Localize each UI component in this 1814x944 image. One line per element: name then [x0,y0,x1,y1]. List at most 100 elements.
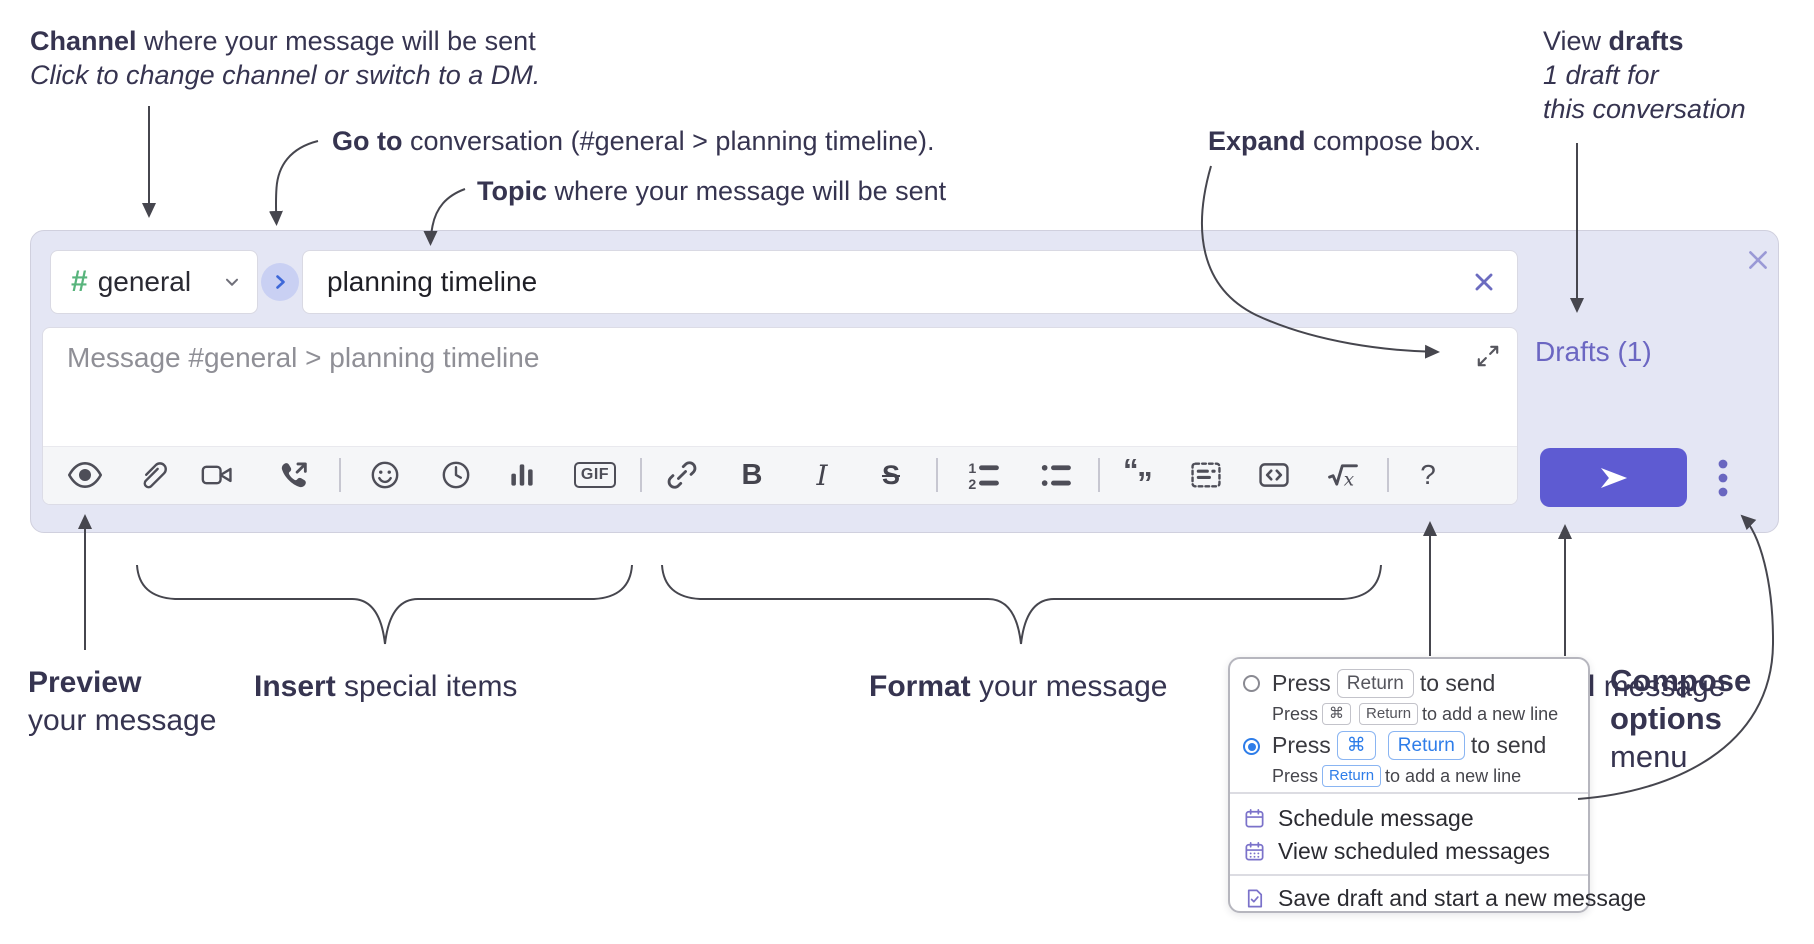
toolbar-divider [339,458,341,492]
toolbar-divider [1098,458,1100,492]
menu-item-schedule-message[interactable]: Schedule message [1243,802,1474,835]
question-icon: ? [1420,459,1436,490]
toolbar-divider [936,458,938,492]
chevron-down-icon [225,278,239,286]
strikethrough-button[interactable]: S [873,457,909,493]
italic-button[interactable]: I [804,457,840,493]
bulleted-list-icon [1041,464,1071,486]
italic-icon: I [816,458,828,492]
return-key: Return [1387,731,1465,760]
attach-file-button[interactable] [135,457,171,493]
annotation-channel: Channel where your message will be sent … [30,26,541,90]
return-key: Return [1336,669,1414,698]
x-icon [1475,273,1493,291]
close-compose-button[interactable] [1745,247,1771,273]
link-button[interactable] [664,457,700,493]
radio-cmd-return-to-send[interactable] [1243,738,1260,755]
message-placeholder: Message #general > planning timeline [67,342,540,373]
code-button[interactable] [1256,457,1292,493]
return-key: Return [1359,703,1419,725]
topic-value: planning timeline [327,266,538,297]
bar-chart-icon [511,464,533,486]
option-cmd-return-to-send[interactable]: Press ⌘ Return to send [1272,731,1547,760]
math-button[interactable]: x [1325,457,1361,493]
topic-input[interactable]: planning timeline [302,250,1518,314]
bold-button[interactable]: B [734,457,770,493]
gif-icon: GIF [573,462,617,488]
svg-text:x: x [1344,470,1355,491]
kebab-dots-icon [1718,459,1728,497]
gif-button[interactable]: GIF [571,457,619,493]
annotation-goto: Go to conversation (#general > planning … [332,126,935,156]
video-call-button[interactable] [199,457,235,493]
annotation-preview: Preview your message [28,666,217,737]
compose-options-button[interactable] [1709,452,1737,504]
clear-topic-button[interactable] [1471,269,1497,295]
drafts-link[interactable]: Drafts (1) [1535,336,1652,367]
option-cmd-return-subtext: Press Return to add a new line [1272,765,1522,787]
expand-icon [1477,345,1499,367]
send-icon [1600,467,1627,488]
strikethrough-icon: S [881,459,900,490]
toolbar-divider [640,458,642,492]
numbered-list-icon: 1 2 [968,461,999,492]
channel-name: general [97,266,192,297]
calendar-icon [1245,809,1264,828]
quote-button[interactable]: “ ” [1122,457,1158,493]
video-camera-icon [201,465,232,485]
send-button[interactable] [1540,448,1687,507]
annotation-insert: Insert special items [254,670,518,703]
menu-divider [1230,874,1588,876]
clock-icon [442,461,470,489]
radio-return-to-send[interactable] [1243,675,1260,692]
code-icon [1259,463,1289,487]
bold-icon: B [741,458,763,491]
audio-call-button[interactable] [276,457,312,493]
goto-conversation-button[interactable] [261,263,299,301]
calendar-grid-icon [1245,842,1264,861]
cmd-key: ⌘ [1322,703,1352,725]
menu-divider [1230,792,1588,794]
channel-selector[interactable]: # general [50,250,258,314]
smiley-icon [371,461,399,489]
cmd-key: ⌘ [1336,731,1376,760]
expand-compose-button[interactable] [1475,343,1501,369]
poll-button[interactable] [504,457,540,493]
x-icon [1749,251,1767,269]
preview-button[interactable] [67,457,103,493]
option-return-subtext: Press ⌘ Return to add a new line [1272,703,1559,725]
message-compose-area[interactable]: Message #general > planning timeline [42,327,1518,505]
emoji-button[interactable] [367,457,403,493]
brace-format [661,564,1382,645]
annotation-view-drafts: View drafts 1 draft for this conversatio… [1543,26,1746,124]
link-icon [667,461,697,489]
spoiler-button[interactable] [1188,457,1224,493]
bulleted-list-button[interactable] [1038,457,1074,493]
brace-insert [136,564,633,645]
return-key: Return [1322,765,1382,787]
compose-options-menu: Press Return to send Press ⌘ Return to a… [1228,657,1646,913]
annotation-compose-options: Compose options menu [1610,663,1752,774]
annotation-format: Format your message [869,670,1168,703]
svg-text:”: ” [1137,465,1153,492]
document-check-icon [1247,889,1263,908]
chevron-right-icon [276,275,285,289]
menu-item-save-draft[interactable]: Save draft and start a new message [1243,882,1646,915]
annotation-topic: Topic where your message will be sent [477,176,947,206]
option-return-to-send[interactable]: Press Return to send [1272,669,1496,698]
svg-text:“: “ [1123,458,1139,488]
hash-icon: # [71,265,88,298]
menu-item-view-scheduled[interactable]: View scheduled messages [1243,835,1550,868]
annotation-expand: Expand compose box. [1208,126,1482,156]
arrow-goto [268,140,319,226]
time-button[interactable] [438,457,474,493]
spoiler-icon [1191,462,1221,488]
compose-toolbar: GIF B I S [43,446,1517,504]
toolbar-divider [1387,458,1389,492]
numbered-list-button[interactable]: 1 2 [966,457,1002,493]
formatting-help-button[interactable]: ? [1410,457,1446,493]
svg-text:2: 2 [968,477,976,492]
paperclip-icon [143,462,167,489]
svg-text:1: 1 [968,461,976,477]
